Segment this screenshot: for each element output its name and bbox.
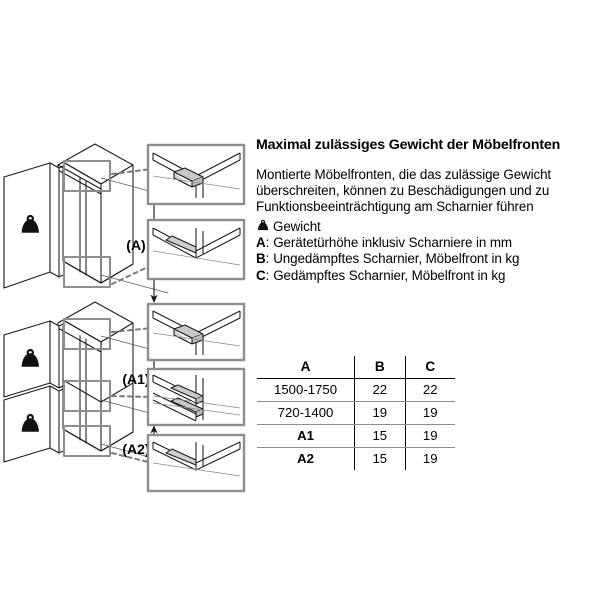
cell-a: 720-1400 xyxy=(257,401,355,425)
table-row: 1500-1750 22 22 xyxy=(257,378,455,402)
dimension-label-a2: (A2) xyxy=(122,441,149,457)
legend-item-c: C : Gedämpftes Scharnier, Möbelfront in … xyxy=(256,268,596,284)
legend-key: C xyxy=(256,267,266,283)
cell-b: 22 xyxy=(354,378,406,402)
cell-c: 19 xyxy=(404,401,455,425)
legend-label: Ungedämpftes Scharnier, Möbelfront in kg xyxy=(273,251,520,267)
page-title: Maximal zulässiges Gewicht der Möbelfron… xyxy=(256,137,561,153)
cell-b: 15 xyxy=(354,424,406,448)
dimension-label-a1: (A1) xyxy=(122,371,149,387)
text-column: Maximal zulässiges Gewicht der Möbelfron… xyxy=(256,136,596,284)
legend-item-b: B : Ungedämpftes Scharnier, Möbelfront i… xyxy=(256,251,596,267)
weight-icon xyxy=(256,219,269,232)
cell-c: 19 xyxy=(404,424,455,448)
intro-paragraph: Montierte Möbelfronten, die das zulässig… xyxy=(256,167,552,215)
spec-table: A B C 1500-1750 22 22 720-1400 19 19 A1 … xyxy=(257,356,455,470)
cell-c: 22 xyxy=(404,378,455,402)
legend-item-weight: Gewicht xyxy=(256,219,596,235)
dimension-label-a: (A) xyxy=(126,237,145,253)
cell-c: 19 xyxy=(404,447,455,470)
table-row: A2 15 19 xyxy=(257,447,455,470)
legend-separator: : xyxy=(265,267,270,283)
legend-label: Gedämpftes Scharnier, Möbelfront in kg xyxy=(273,267,506,283)
legend-item-a: A : Gerätetürhöhe inklusiv Scharniere in… xyxy=(256,235,596,251)
cell-b: 15 xyxy=(354,447,406,470)
legend-list: Gewicht A : Gerätetürhöhe inklusiv Schar… xyxy=(256,219,596,285)
legend-label: Gerätetürhöhe inklusiv Scharniere in mm xyxy=(273,235,512,251)
table-row: A1 15 19 xyxy=(257,424,455,448)
cell-a: A2 xyxy=(297,451,314,466)
table-header-row: A B C xyxy=(257,356,455,379)
table-row: 720-1400 19 19 xyxy=(257,401,455,425)
legend-key: A xyxy=(256,235,266,251)
table-body: 1500-1750 22 22 720-1400 19 19 A1 15 19 … xyxy=(257,378,455,470)
legend-separator: : xyxy=(265,251,270,267)
legend-key: B xyxy=(256,251,266,267)
column-header-a: A xyxy=(257,356,355,379)
legend-label: Gewicht xyxy=(273,218,321,234)
column-header-b: B xyxy=(354,356,406,379)
column-header-c: C xyxy=(404,356,455,379)
cell-a: A1 xyxy=(257,424,355,448)
cell-b: 19 xyxy=(354,401,406,425)
cell-a: 1500-1750 xyxy=(257,378,355,402)
legend-separator: : xyxy=(265,235,270,251)
